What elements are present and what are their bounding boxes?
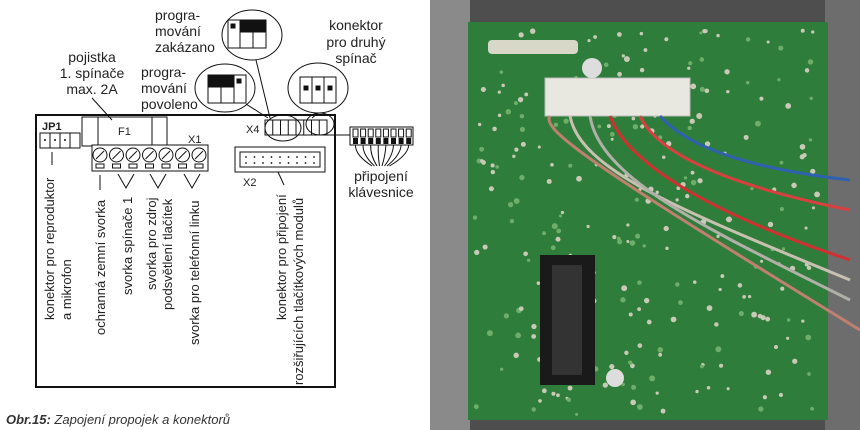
x1-label: X1 xyxy=(188,134,201,146)
figure-caption: Obr.15: Zapojení propojek a konektorů xyxy=(6,412,230,427)
jp1-label: JP1 xyxy=(42,121,62,133)
pin xyxy=(262,156,264,158)
second-switch-detail xyxy=(299,76,337,104)
label-speaker: konektor pro reproduktor xyxy=(42,177,57,320)
pin xyxy=(253,156,256,158)
wires xyxy=(547,115,860,332)
jumper-disabled-detail xyxy=(227,19,267,49)
label-second-switch: konektor pro druhý spínač xyxy=(326,17,385,66)
fuse-f1 xyxy=(81,116,168,147)
jumper-enabled-detail xyxy=(207,74,247,104)
pin xyxy=(287,156,290,158)
label-switch1: svorka spínače 1 xyxy=(120,197,135,295)
keyboard-wire xyxy=(389,144,410,167)
f1-label: F1 xyxy=(118,126,131,138)
svg-text:povoleno: povoleno xyxy=(141,96,198,112)
fuse-pointer xyxy=(91,97,113,121)
svg-text:pro druhý: pro druhý xyxy=(326,34,385,50)
screw xyxy=(582,58,602,78)
svg-text:mování: mování xyxy=(155,23,201,39)
keyboard-wire xyxy=(381,144,387,167)
svg-text:pojistka: pojistka xyxy=(68,49,116,65)
pin xyxy=(245,156,247,158)
terminal-arrows xyxy=(99,173,201,190)
pin xyxy=(253,162,256,164)
pin xyxy=(304,156,307,158)
svg-text:mování: mování xyxy=(141,80,187,96)
label-modules-2: rozšiřujících tlačítkových modulů xyxy=(291,198,306,385)
label-backlight-2: podsvětlení tlačítek xyxy=(160,198,175,310)
pin xyxy=(304,162,307,164)
label-modules: konektor pro připojení xyxy=(274,194,289,320)
pcb-photo xyxy=(430,0,860,430)
terminal-strip-x1 xyxy=(91,144,209,172)
jp1-connector xyxy=(39,132,81,149)
svg-text:1. spínače: 1. spínače xyxy=(60,65,125,81)
glass-fuse xyxy=(488,40,578,54)
pin xyxy=(313,156,315,158)
label-backlight: svorka pro zdroj xyxy=(144,197,159,290)
label-programming-enabled: progra- mování povoleno xyxy=(141,64,198,112)
label-programming-disabled: progra- mování zakázano xyxy=(155,7,215,55)
pin xyxy=(270,156,273,158)
keyboard-wire xyxy=(384,144,394,167)
pin xyxy=(270,162,273,164)
keyboard-wire xyxy=(370,144,378,167)
vertical-labels: konektor pro reproduktor a mikrofon ochr… xyxy=(42,177,306,385)
svg-text:klávesnice: klávesnice xyxy=(348,184,414,200)
x4-label: X4 xyxy=(246,124,259,136)
connector-x4 xyxy=(264,119,328,136)
keyboard-wire xyxy=(386,144,402,167)
pin xyxy=(313,162,315,164)
keyboard-wire xyxy=(354,144,373,167)
pin xyxy=(296,162,298,164)
connector-x2 xyxy=(234,146,326,173)
label-speaker-2: a mikrofon xyxy=(59,259,74,320)
svg-text:progra-: progra- xyxy=(155,7,200,23)
label-keyboard: připojení klávesnice xyxy=(348,168,414,200)
wiring-diagram: JP1 F1 X1 X2 X4 xyxy=(6,7,414,427)
pin xyxy=(279,162,281,164)
keyboard-connector xyxy=(349,126,414,167)
pin xyxy=(279,156,281,158)
callout-lines xyxy=(245,59,319,119)
svg-text:konektor: konektor xyxy=(329,17,383,33)
label-fuse: pojistka 1. spínače max. 2A xyxy=(60,49,125,97)
svg-text:připojení: připojení xyxy=(354,168,408,184)
keyboard-wire xyxy=(362,144,375,167)
svg-text:spínač: spínač xyxy=(335,50,376,66)
pin xyxy=(296,156,298,158)
svg-text:progra-: progra- xyxy=(141,64,186,80)
x2-pointer xyxy=(277,171,285,186)
keyboard-wire xyxy=(377,144,380,167)
svg-text:max. 2A: max. 2A xyxy=(66,81,118,97)
pin xyxy=(287,162,290,164)
screw xyxy=(606,369,624,387)
pin xyxy=(262,162,264,164)
pin xyxy=(245,162,247,164)
svg-text:zakázano: zakázano xyxy=(155,39,215,55)
label-ground: ochranná zemní svorka xyxy=(93,199,108,335)
terminal-block xyxy=(544,77,691,117)
label-phone-line: svorka pro telefonní linku xyxy=(187,200,202,345)
x2-label: X2 xyxy=(243,177,256,189)
